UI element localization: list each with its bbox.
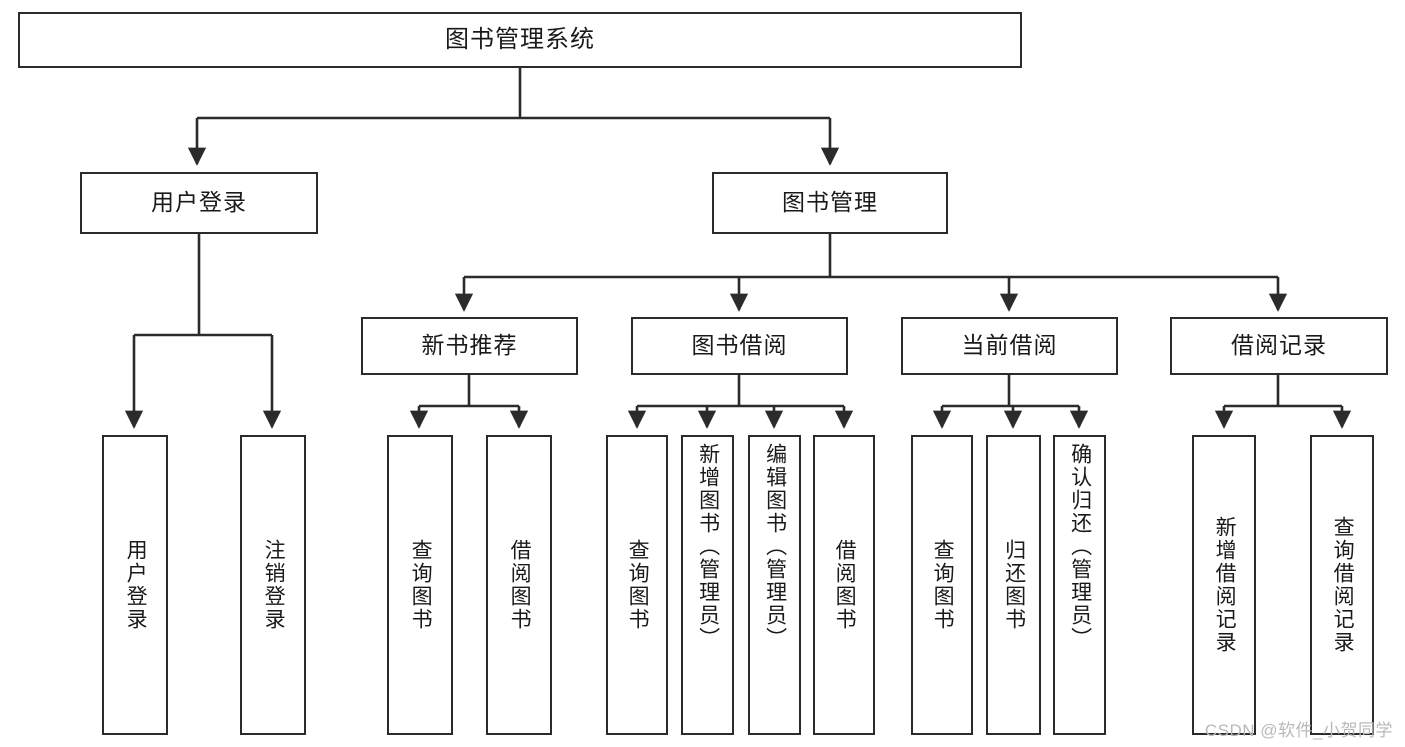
node-leaf-user-logout[interactable]: 注销登录 xyxy=(240,435,306,735)
node-root[interactable]: 图书管理系统 xyxy=(18,12,1022,68)
node-leaf-borrow-book-1[interactable]: 借阅图书 xyxy=(486,435,552,735)
node-current-borrow-label: 当前借阅 xyxy=(961,332,1058,359)
node-leaf-add-record[interactable]: 新增借阅记录 xyxy=(1192,435,1256,735)
node-leaf-add-book[interactable]: 新增图书（管理员） xyxy=(681,435,734,735)
node-leaf-query-record-label: 查询借阅记录 xyxy=(1331,516,1355,654)
node-leaf-user-logout-label: 注销登录 xyxy=(262,539,286,631)
node-book-manage-label: 图书管理 xyxy=(782,189,878,216)
node-leaf-query-book-2[interactable]: 查询图书 xyxy=(606,435,668,735)
node-book-borrow-label: 图书借阅 xyxy=(691,332,788,359)
node-leaf-borrow-book-2[interactable]: 借阅图书 xyxy=(813,435,875,735)
node-user-login-label: 用户登录 xyxy=(151,189,247,216)
node-leaf-query-book-2-label: 查询图书 xyxy=(626,539,650,631)
node-book-manage[interactable]: 图书管理 xyxy=(712,172,948,234)
node-leaf-borrow-book-1-label: 借阅图书 xyxy=(508,539,532,631)
node-leaf-query-record[interactable]: 查询借阅记录 xyxy=(1310,435,1374,735)
node-root-label: 图书管理系统 xyxy=(445,25,595,53)
csdn-watermark: CSDN @软件_小贺同学 xyxy=(1204,721,1393,740)
node-borrow-record[interactable]: 借阅记录 xyxy=(1170,317,1388,375)
node-leaf-edit-book-label: 编辑图书（管理员） xyxy=(763,443,787,650)
node-book-borrow[interactable]: 图书借阅 xyxy=(631,317,848,375)
node-user-login[interactable]: 用户登录 xyxy=(80,172,318,234)
node-leaf-add-book-label: 新增图书（管理员） xyxy=(696,443,720,650)
node-leaf-query-book-3[interactable]: 查询图书 xyxy=(911,435,973,735)
node-leaf-borrow-book-2-label: 借阅图书 xyxy=(833,539,857,631)
node-leaf-query-book-1-label: 查询图书 xyxy=(409,539,433,631)
node-borrow-record-label: 借阅记录 xyxy=(1231,332,1327,359)
node-leaf-query-book-1[interactable]: 查询图书 xyxy=(387,435,453,735)
node-leaf-return-book[interactable]: 归还图书 xyxy=(986,435,1041,735)
node-leaf-confirm-return-label: 确认归还（管理员） xyxy=(1068,443,1092,650)
node-leaf-return-book-label: 归还图书 xyxy=(1002,539,1026,631)
node-leaf-query-book-3-label: 查询图书 xyxy=(931,539,955,631)
node-new-book-rec-label: 新书推荐 xyxy=(421,332,518,359)
node-current-borrow[interactable]: 当前借阅 xyxy=(901,317,1118,375)
node-leaf-edit-book[interactable]: 编辑图书（管理员） xyxy=(748,435,801,735)
node-new-book-rec[interactable]: 新书推荐 xyxy=(361,317,578,375)
node-leaf-user-login-label: 用户登录 xyxy=(124,539,148,631)
node-leaf-user-login[interactable]: 用户登录 xyxy=(102,435,168,735)
node-leaf-add-record-label: 新增借阅记录 xyxy=(1213,516,1237,654)
node-leaf-confirm-return[interactable]: 确认归还（管理员） xyxy=(1053,435,1106,735)
